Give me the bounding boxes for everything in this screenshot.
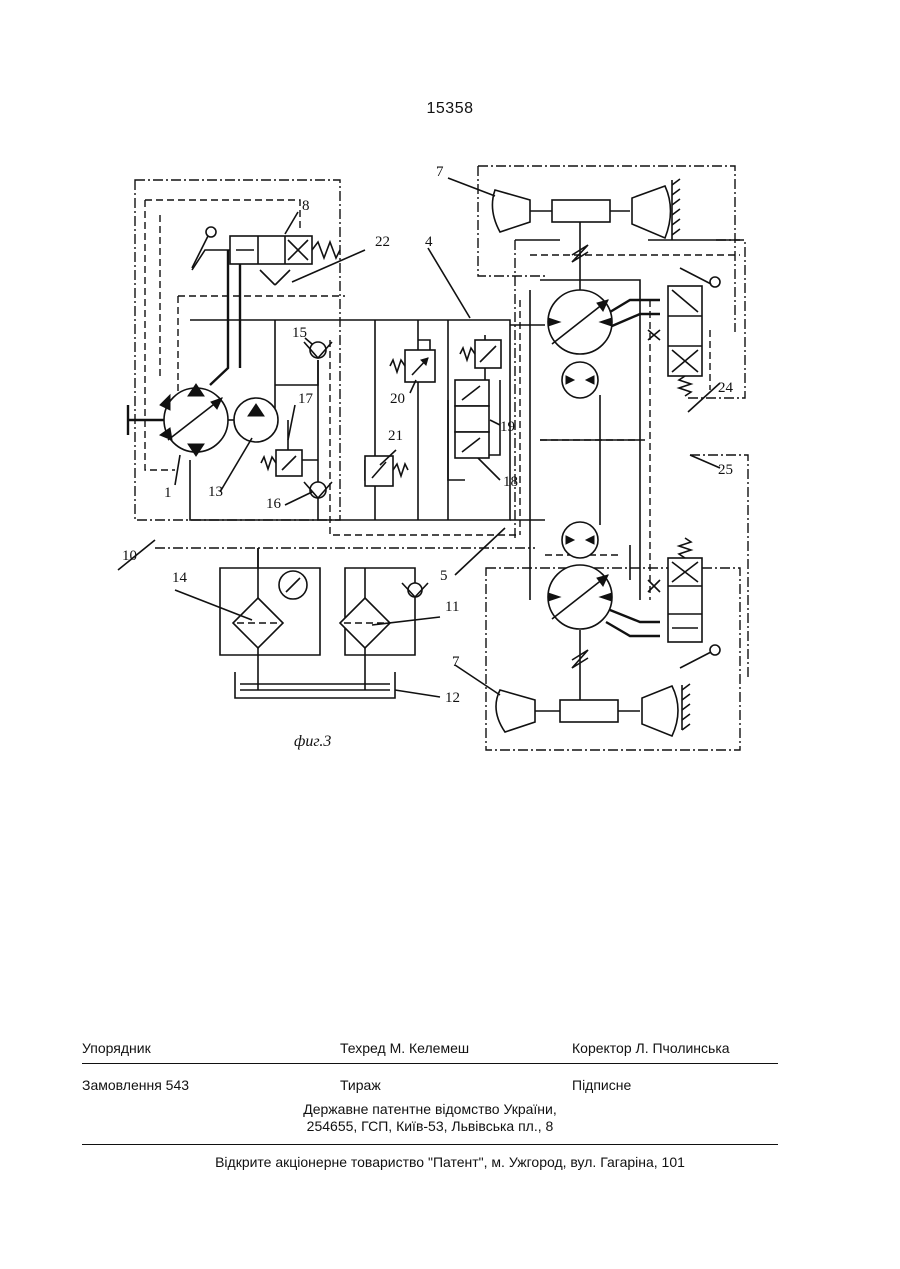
label-24: 24: [718, 380, 734, 396]
printer-line: Відкрите акціонерне товариство "Патент",…: [0, 1154, 900, 1170]
check-valve-15: [304, 342, 332, 358]
upper-wheel-assembly: [492, 179, 680, 290]
pressure-gauge: [279, 571, 307, 599]
label-18: 18: [503, 474, 518, 490]
label-11: 11: [445, 599, 459, 615]
label-25: 25: [718, 462, 733, 478]
label-22: 22: [375, 234, 390, 250]
label-16: 16: [266, 496, 282, 512]
valve-block-19: [455, 340, 501, 458]
part-labels: 8 22 4 7 15 17 16 13 1 10 14 11 12 20 21…: [122, 164, 734, 750]
relief-valve-17: [261, 450, 302, 476]
tank-check-valve: [402, 583, 428, 597]
distributor-valve-8: [192, 227, 340, 285]
tech-editor: Техред М. Келемеш: [340, 1040, 469, 1056]
label-8: 8: [302, 198, 310, 214]
label-21: 21: [388, 428, 403, 444]
label-1: 1: [164, 485, 172, 501]
upper-motor: [548, 290, 660, 398]
label-7-top: 7: [436, 164, 444, 180]
compiler-label: Упорядник: [82, 1040, 151, 1056]
label-7-bottom: 7: [452, 654, 460, 670]
relief-valve-21: [365, 456, 408, 486]
figure-caption: фиг.3: [294, 733, 331, 750]
relief-valve-20: [390, 350, 435, 382]
auxiliary-pump-13: [228, 398, 278, 442]
order-number: Замовлення 543: [82, 1077, 189, 1093]
label-13: 13: [208, 484, 223, 500]
lower-control-valve: [648, 538, 720, 668]
office-line-1: Державне патентне відомство України,: [82, 1101, 778, 1117]
circulation: Тираж: [340, 1077, 381, 1093]
check-valve-16: [304, 482, 332, 498]
tank-12: [235, 672, 395, 698]
label-20: 20: [390, 391, 405, 407]
label-10: 10: [122, 548, 137, 564]
hydraulic-schematic: 8 22 4 7 15 17 16 13 1 10 14 11 12 20 21…: [0, 0, 900, 800]
filter-14: [233, 598, 283, 648]
label-17: 17: [298, 391, 314, 407]
lower-wheel-assembly: [496, 630, 690, 736]
colophon-rule-bottom: [82, 1144, 778, 1145]
lower-motor: [548, 522, 660, 636]
office-line-2: 254655, ГСП, Київ-53, Львівська пл., 8: [82, 1118, 778, 1134]
upper-control-valve: [648, 268, 720, 396]
colophon-rule-top: [82, 1063, 778, 1064]
subscription: Підписне: [572, 1077, 631, 1093]
label-12: 12: [445, 690, 460, 706]
label-14: 14: [172, 570, 188, 586]
corrector: Коректор Л. Пчолинська: [572, 1040, 730, 1056]
label-5: 5: [440, 568, 448, 584]
label-4: 4: [425, 234, 433, 250]
label-15: 15: [292, 325, 307, 341]
label-19: 19: [500, 419, 515, 435]
